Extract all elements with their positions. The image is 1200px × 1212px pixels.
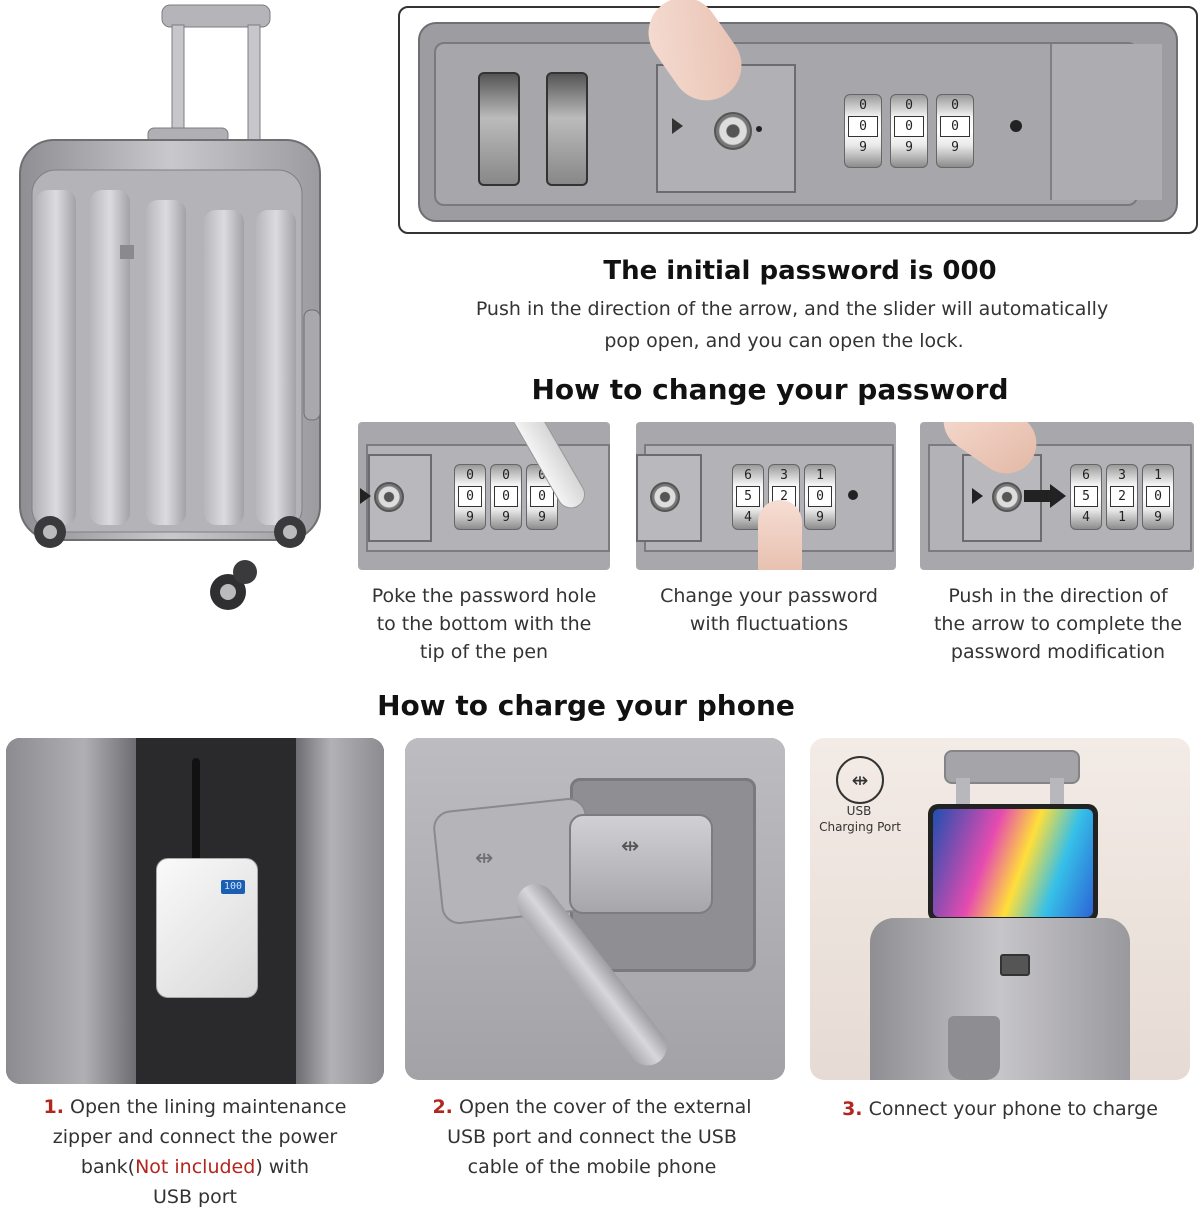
charge-step-1-caption: 1. Open the lining maintenance zipper an… [43,1096,347,1208]
step-3-caption: Push in the direction of the arrow to co… [933,585,1183,663]
arrow-right-icon [360,488,371,504]
keyhole-icon [650,482,680,512]
usb-icon: ⇹ [621,834,640,859]
charge-step-2-caption: 2. Open the cover of the external USB po… [432,1096,752,1178]
arrow-right-icon [1050,484,1066,508]
charge-image-1: 100 [6,738,384,1084]
suitcase-image [0,0,340,620]
reset-hole-icon [1010,120,1022,132]
usb-plug [569,814,713,914]
password-hole-icon [848,490,858,500]
charge-image-3: ⇹ USB Charging Port [810,738,1190,1080]
step-2-caption: Change your password with fluctuations [660,585,878,635]
arrow-right-icon [672,118,683,134]
cup [948,1016,1000,1080]
usb-cable [192,758,200,878]
usb-label: USB [846,804,872,818]
password-hole-icon [756,126,762,132]
power-bank-display: 100 [221,880,245,894]
keyhole-icon [992,482,1022,512]
charge-step-3-caption: 3. Connect your phone to charge [842,1098,1158,1120]
tablet [928,804,1098,922]
keyhole-icon [374,482,404,512]
suitcase-top [870,918,1130,1080]
usb-port-icon: ⇹ [836,756,884,804]
change-password-heading: How to change your password [531,373,1009,406]
charging-port-label: Charging Port [819,820,901,834]
charge-image-2: ⇹ ⇹ [405,738,785,1080]
finger-icon [758,500,802,570]
initial-password-line2: pop open, and you can open the lock. [604,330,964,352]
initial-password-title: The initial password is 000 [603,256,997,286]
power-bank [156,858,258,998]
latch-left [478,72,520,186]
charge-phone-heading: How to charge your phone [377,689,795,722]
step-image-2: 654 321 109 [636,422,896,570]
step-1-caption: Poke the password hole to the bottom wit… [371,585,597,663]
arrow-right-icon [972,488,983,504]
initial-password-line1: Push in the direction of the arrow, and … [475,298,1109,320]
latch-right [546,72,588,186]
push-arrow-icon [1024,490,1052,502]
usb-port [1000,954,1030,976]
usb-icon: ⇹ [475,846,494,871]
keyhole-icon [714,112,752,150]
